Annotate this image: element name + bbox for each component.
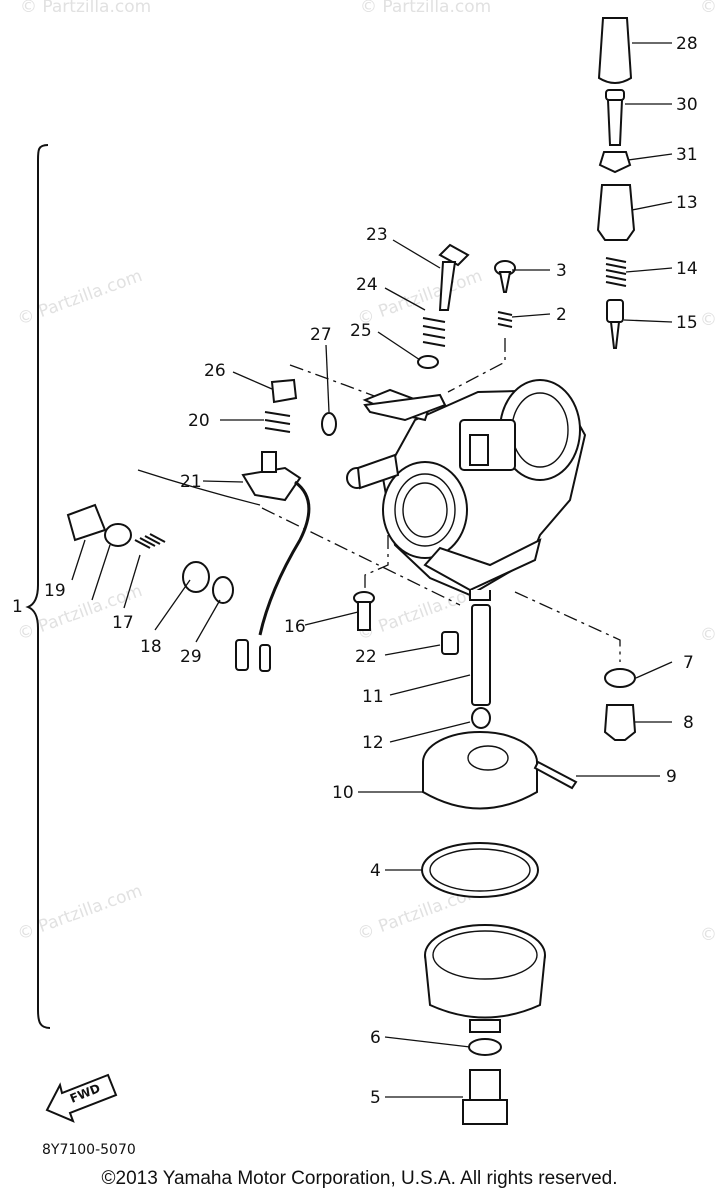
callout-25: 25 bbox=[350, 321, 372, 341]
alignment-lines bbox=[261, 338, 621, 662]
callout-26: 26 bbox=[204, 361, 226, 381]
watermark: © Partzilla.com bbox=[20, 0, 151, 17]
watermark: © Partzilla.com bbox=[360, 0, 491, 17]
watermark: © Partzilla.com bbox=[700, 0, 719, 17]
callout-30: 30 bbox=[676, 95, 698, 115]
callout-5: 5 bbox=[370, 1088, 381, 1108]
callout-20: 20 bbox=[188, 411, 210, 431]
callout-18: 18 bbox=[140, 637, 162, 657]
callout-7: 7 bbox=[683, 653, 694, 673]
callout-9: 9 bbox=[666, 767, 677, 787]
callout-4: 4 bbox=[370, 861, 381, 881]
fwd-arrow-icon: FWD bbox=[45, 1073, 118, 1123]
parts bbox=[66, 17, 637, 1125]
callout-28: 28 bbox=[676, 34, 698, 54]
callout-2: 2 bbox=[556, 305, 567, 325]
watermark: © Partzilla.com bbox=[15, 881, 145, 945]
callout-29: 29 bbox=[180, 647, 202, 667]
callout-8: 8 bbox=[683, 713, 694, 733]
watermark: © Partzilla.com bbox=[700, 925, 719, 945]
watermark: © Partzilla.com bbox=[15, 266, 145, 330]
callout-13: 13 bbox=[676, 193, 698, 213]
callout-labels: 1 2 3 4 5 6 7 8 9 10 11 12 13 14 15 16 1… bbox=[12, 34, 698, 1108]
callout-3: 3 bbox=[556, 261, 567, 281]
callout-27: 27 bbox=[310, 325, 332, 345]
callout-6: 6 bbox=[370, 1028, 381, 1048]
callout-17: 17 bbox=[112, 613, 134, 633]
callout-23: 23 bbox=[366, 225, 388, 245]
callout-14: 14 bbox=[676, 259, 698, 279]
callout-22: 22 bbox=[355, 647, 377, 667]
callout-21: 21 bbox=[180, 472, 202, 492]
callout-19: 19 bbox=[44, 581, 66, 601]
callout-12: 12 bbox=[362, 733, 384, 753]
callout-24: 24 bbox=[356, 275, 378, 295]
callout-10: 10 bbox=[332, 783, 354, 803]
callout-11: 11 bbox=[362, 687, 384, 707]
copyright-notice: ©2013 Yamaha Motor Corporation, U.S.A. A… bbox=[101, 1168, 618, 1189]
callout-16: 16 bbox=[284, 617, 306, 637]
watermark: © Partzilla.com bbox=[700, 625, 719, 645]
carburetor-body bbox=[346, 379, 587, 601]
callout-31: 31 bbox=[676, 145, 698, 165]
assembly-brace bbox=[25, 144, 51, 1029]
callout-1: 1 bbox=[12, 597, 23, 617]
watermark: © Partzilla.com bbox=[700, 310, 719, 330]
drawing-code: 8Y7100-5070 bbox=[42, 1142, 136, 1158]
callout-15: 15 bbox=[676, 313, 698, 333]
leader-lines bbox=[71, 42, 673, 1098]
